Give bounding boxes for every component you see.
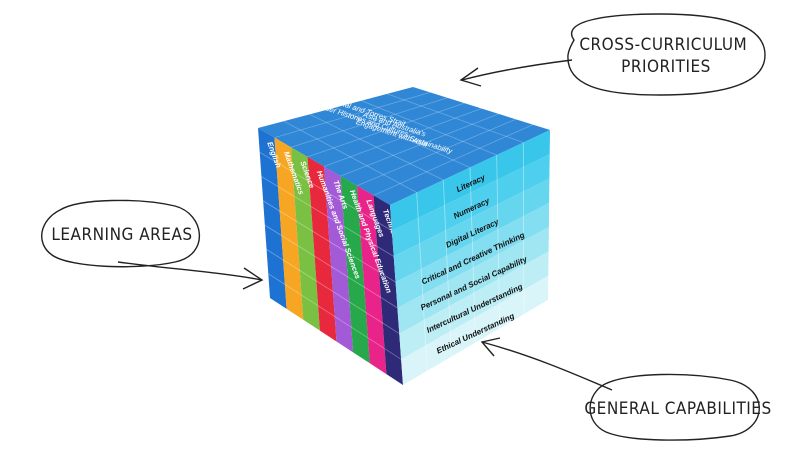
callout-learning-areas: LEARNING AREAS [41,199,264,290]
capability-row-critical-and-creative-thinking [395,202,550,308]
right-face-grid-line [469,167,476,343]
callout-bubble-cross-curriculum [567,13,766,96]
top-face-grid-line [340,113,499,177]
right-face-grid-line [522,142,525,315]
callout-arrow-general-capabilities [481,341,613,391]
svg-text:CROSS-CURRICULUM PRIORIT: CROSS-CURRICULUM PRIORITIES [579,35,752,77]
arrowhead-cross-curriculum [459,67,482,87]
top-face-grid [274,91,534,196]
top-face-grid-line [361,100,497,156]
callout-cross-curriculum-line2: PRIORITIES [621,57,711,77]
top-face-grid-line [307,102,465,158]
left-face-grid-line [261,176,394,257]
left-face-grid-line [259,151,393,232]
learning-area-strip-english [258,128,287,309]
capability-row-intercultural-understanding [399,251,549,360]
right-face-grid-line [442,179,452,357]
learning-area-strip-mathematics [274,137,304,320]
learning-area-strip-technologies [373,195,403,385]
top-face-grid-line [356,118,516,187]
cube-top-face: Aboriginal and Torres StraitIslander His… [258,87,550,205]
callout-general-capabilities: GENERAL CAPABILITIES [480,337,771,441]
callout-cross-curriculum-line1: CROSS-CURRICULUM [579,35,747,55]
capability-row-numeracy [391,154,550,257]
arrowhead-learning-areas [242,267,264,290]
left-face-grid-line [268,273,402,360]
callout-learning-areas-text: LEARNING AREAS [51,225,192,245]
capability-row-digital-literacy [393,178,550,283]
learning-area-strip-science [291,147,320,331]
callout-arrow-learning-areas [117,261,263,281]
right-face-grid-line [496,154,501,329]
left-face-grid-line [264,224,398,309]
top-face-grid-line [373,124,534,196]
arrowhead-general-capabilities [480,337,501,357]
top-face-grid-line [274,91,431,139]
capability-row-literacy [390,130,550,231]
callout-bubble-learning-areas [41,199,201,268]
learning-area-strip-humanities-and-social-sciences [307,156,337,342]
top-face-grid-line [290,97,448,148]
top-face-background [258,87,550,205]
top-face-grid-line [323,108,482,167]
top-face-grid-line [309,113,444,181]
right-face-grid-line [416,192,428,371]
top-face-grid-line [387,93,524,143]
callout-arrow-cross-curriculum [461,59,573,81]
capability-row-ethical-understanding [401,275,549,385]
left-face-grid-line [266,249,400,334]
curriculum-cube: Aboriginal and Torres StraitIslander His… [258,87,550,385]
learning-area-strip-languages [357,185,387,375]
learning-area-strip-the-arts [324,166,354,353]
callout-bubble-general-capabilities [589,373,760,441]
callout-cross-curriculum: CROSS-CURRICULUM PRIORITIES [459,13,766,96]
capability-row-personal-and-social-capability [397,227,549,334]
top-face-grid-line [335,107,471,168]
top-face-grid-line [283,120,417,193]
learning-area-strip-health-and-physical-education [340,176,370,364]
left-face-grid-line [262,200,396,283]
callout-general-capabilities-text: GENERAL CAPABILITIES [584,399,771,419]
